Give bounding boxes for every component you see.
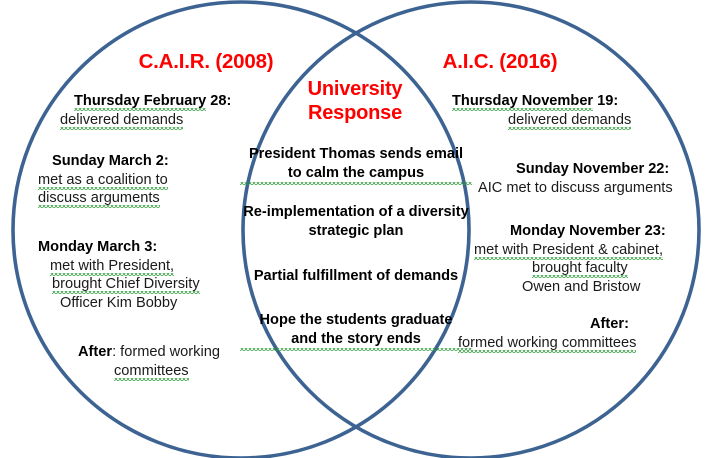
- right-circle-title: A.I.C. (2016): [442, 50, 558, 73]
- entry-line: President Thomas sends email: [248, 146, 464, 162]
- left-entry-after: After: formed working committees: [52, 343, 257, 380]
- entry-line: Hope the students graduate: [259, 312, 453, 328]
- left-entry-sunday-march-2: Sunday March 2: met as a coalition to di…: [28, 152, 238, 208]
- entry-line: After: formed working: [78, 344, 220, 360]
- entry-line: discuss arguments: [38, 190, 160, 207]
- right-entry-thursday-november-19: Thursday November 19: delivered demands: [452, 92, 667, 129]
- left-entry-monday-march-3: Monday March 3: met with President, brou…: [28, 238, 243, 313]
- entry-line: delivered demands: [508, 111, 632, 128]
- entry-line: committees: [114, 362, 189, 379]
- entry-line: Sunday March 2:: [52, 153, 169, 169]
- center-entry-partial-fulfillment: Partial fulfillment of demands: [240, 267, 472, 286]
- center-title-line-1: University: [307, 78, 403, 100]
- entry-line: met with President,: [50, 257, 175, 274]
- left-entry-thursday-february-28: Thursday February 28: delivered demands: [38, 92, 253, 129]
- entry-line: Thursday February 28:: [74, 93, 232, 109]
- entry-line: met as a coalition to: [38, 171, 168, 188]
- entry-line: Re-implementation of a diversity: [243, 204, 469, 220]
- right-circle-outline: [241, 0, 701, 458]
- entry-line: brought Chief Diversity: [52, 276, 200, 293]
- center-entry-hope-students-graduate: Hope the students graduate and the story…: [240, 311, 472, 351]
- right-entry-after: After: formed working committees: [440, 315, 690, 352]
- entry-line: Partial fulfillment of demands: [253, 268, 459, 284]
- right-entry-monday-november-23: Monday November 23: met with President &…: [460, 222, 704, 297]
- entry-line: AIC met to discuss arguments: [478, 179, 673, 196]
- entry-line: delivered demands: [60, 111, 184, 128]
- center-entry-diversity-plan: Re-implementation of a diversity strateg…: [240, 203, 472, 241]
- right-entry-sunday-november-22: Sunday November 22: AIC met to discuss a…: [466, 160, 704, 197]
- center-title-line-2: Response: [308, 101, 402, 124]
- entry-line: Officer Kim Bobby: [60, 295, 178, 312]
- entry-line: Sunday November 22:: [516, 161, 670, 177]
- entry-line: formed working committees: [458, 334, 637, 351]
- left-circle-outline: [11, 0, 471, 458]
- entry-line: Owen and Bristow: [522, 279, 641, 296]
- left-circle-title: C.A.I.R. (2008): [138, 50, 274, 73]
- entry-line: Monday November 23:: [510, 223, 666, 239]
- entry-line: After:: [590, 316, 629, 332]
- center-overlap-title: University Response: [262, 78, 448, 125]
- entry-line: strategic plan: [308, 222, 404, 239]
- entry-line: to calm the campus: [240, 163, 472, 185]
- entry-line: Monday March 3:: [38, 239, 158, 255]
- entry-line: brought faculty: [532, 260, 628, 277]
- entry-line: and the story ends: [240, 329, 472, 351]
- entry-line: Thursday November 19:: [452, 93, 619, 109]
- entry-line: met with President & cabinet,: [474, 241, 663, 258]
- center-entry-president-email: President Thomas sends email to calm the…: [240, 145, 472, 185]
